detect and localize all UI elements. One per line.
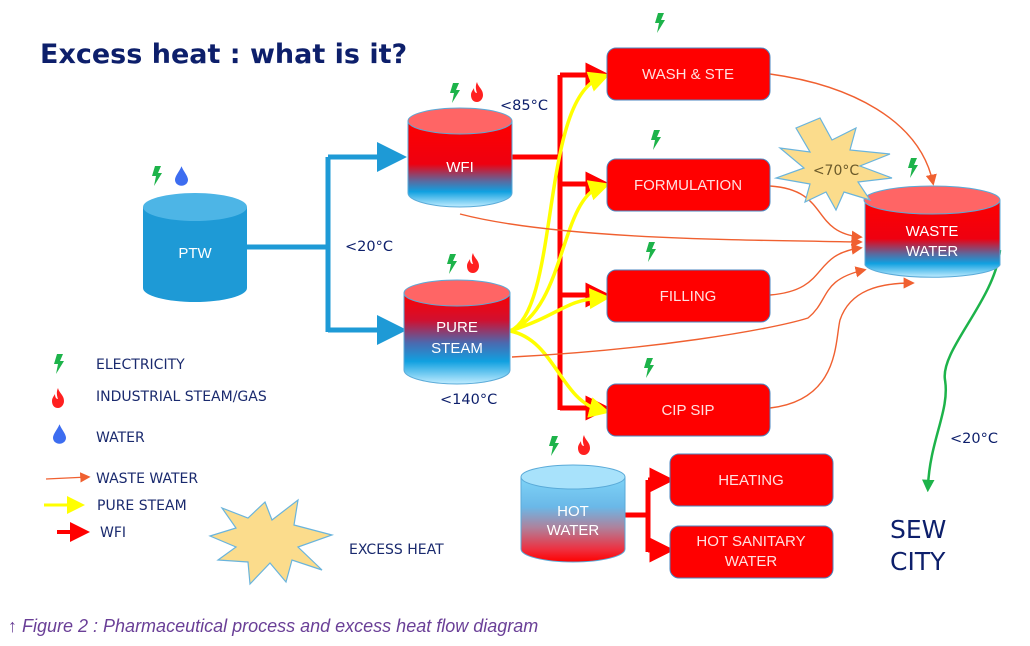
waste-water-arrow-icon [45, 472, 91, 483]
excess-heat-star-icon [773, 117, 893, 212]
process-box-cip-sip[interactable]: CIP SIP [606, 383, 771, 437]
electricity-icon [646, 242, 656, 262]
electricity-icon [908, 158, 918, 178]
legend-label: ELECTRICITY [96, 357, 185, 373]
process-box-hot-sanitary-water[interactable]: HOT SANITARY WATER [669, 525, 834, 579]
diagram-title: Excess heat : what is it? [40, 39, 407, 70]
flame-icon [471, 82, 483, 102]
process-box-filling[interactable]: FILLING [606, 269, 771, 323]
excess-heat-temperature: <70°C [813, 163, 860, 179]
tank-ptw-label: PTW [178, 245, 212, 262]
electricity-icon [447, 254, 457, 274]
electricity-icon [54, 354, 64, 374]
ptw-water-pipe [247, 142, 407, 345]
electricity-icon [644, 358, 654, 378]
figure-caption: ↑ Figure 2 : Pharmaceutical process and … [8, 616, 539, 636]
sewer-destination: SEW CITY [890, 515, 946, 576]
legend-item-excess-heat: EXCESS HEAT [208, 498, 444, 586]
tank-waste-water[interactable]: WASTE WATER [863, 185, 1001, 278]
tank-ptw[interactable]: PTW [143, 193, 247, 302]
legend-item-water: WATER [53, 424, 145, 446]
legend-item-wfi: WFI [57, 522, 126, 542]
tank-wfi[interactable]: WFI [407, 107, 513, 208]
legend-item-steam-gas: INDUSTRIAL STEAM/GAS [52, 388, 267, 408]
process-box-filling-label: FILLING [660, 288, 717, 305]
process-box-cip-sip-label: CIP SIP [661, 402, 714, 419]
process-box-wash-ste[interactable]: WASH & STE [606, 47, 771, 101]
tank-pure-steam[interactable]: PURE STEAM [403, 279, 511, 385]
legend-label: INDUSTRIAL STEAM/GAS [96, 389, 267, 405]
tank-hot-water-label-line1: HOT [557, 503, 589, 520]
tank-hot-water[interactable]: HOT WATER [520, 464, 626, 563]
tank-wfi-label: WFI [446, 159, 474, 176]
ptw-temperature: <20°C [345, 239, 393, 255]
wfi-distribution-pipe [512, 62, 611, 421]
sewer-label-line1: SEW [890, 515, 946, 544]
legend-label: EXCESS HEAT [349, 542, 444, 558]
flame-icon [578, 435, 590, 455]
water-drop-icon [53, 424, 66, 444]
excess-heat-marker: <70°C [773, 117, 893, 212]
electricity-icon [450, 83, 460, 103]
tank-waste-water-label-line2: WATER [906, 243, 959, 260]
process-box-formulation-label: FORMULATION [634, 177, 742, 194]
legend-item-electricity: ELECTRICITY [54, 354, 185, 374]
flame-icon [467, 253, 479, 273]
electricity-icon [549, 436, 559, 456]
excess-heat-flow-diagram: Excess heat : what is it? [40, 13, 1002, 586]
legend-item-waste-water: WASTE WATER [45, 471, 198, 487]
legend-label: PURE STEAM [97, 498, 187, 514]
legend-label: WFI [100, 525, 126, 541]
electricity-icon [655, 13, 665, 33]
tank-pure-steam-label-line1: PURE [436, 319, 478, 336]
process-box-hot-sanitary-water-label-line2: WATER [725, 553, 778, 570]
sewer-label-line2: CITY [890, 547, 946, 576]
waste-water-lines [459, 73, 937, 409]
sewer-discharge-arrow [922, 249, 1002, 493]
excess-heat-star-icon [208, 498, 335, 586]
pure-steam-temperature: <140°C [440, 392, 497, 408]
process-box-formulation[interactable]: FORMULATION [606, 158, 771, 212]
tank-hot-water-label-line2: WATER [547, 522, 600, 539]
pure-steam-lines [509, 71, 611, 418]
process-box-heating[interactable]: HEATING [669, 453, 834, 507]
legend-label: WATER [96, 430, 145, 446]
tank-pure-steam-label-line2: STEAM [431, 340, 483, 357]
legend: ELECTRICITY INDUSTRIAL STEAM/GAS WATER W… [44, 354, 444, 586]
wfi-temperature: <85°C [500, 98, 548, 114]
legend-item-pure-steam: PURE STEAM [44, 496, 187, 514]
water-drop-icon [175, 166, 188, 186]
sewer-temperature: <20°C [950, 431, 998, 447]
tank-waste-water-label-line1: WASTE [906, 223, 959, 240]
process-box-hot-sanitary-water-label-line1: HOT SANITARY [696, 533, 805, 550]
legend-label: WASTE WATER [96, 471, 198, 487]
process-box-heating-label: HEATING [718, 472, 784, 489]
electricity-icon [651, 130, 661, 150]
flame-icon [52, 388, 64, 408]
process-box-wash-ste-label: WASH & STE [642, 66, 734, 83]
electricity-icon [152, 166, 162, 186]
hot-water-distribution-pipe [625, 467, 675, 563]
